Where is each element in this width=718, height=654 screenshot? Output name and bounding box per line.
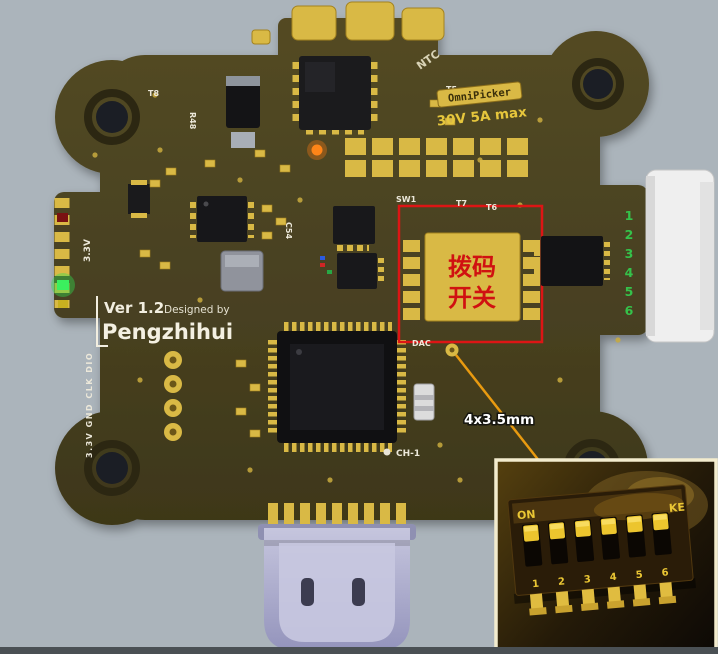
silk-t8: T8 bbox=[148, 89, 159, 98]
inset-dip-switch: ON KE 1 2 3 4 5 6 bbox=[507, 484, 697, 616]
inset-on-label: ON bbox=[516, 508, 536, 523]
silk-c54: C54 bbox=[284, 222, 293, 239]
silk-t7: T7 bbox=[456, 199, 467, 208]
silk-debug-header: 3.3V GND CLK DIO bbox=[85, 352, 94, 458]
tiny-smd-leds bbox=[320, 256, 332, 274]
pin-number-6: 6 bbox=[625, 303, 634, 318]
pin-number-2: 2 bbox=[625, 227, 634, 242]
designer-name: Pengzhihui bbox=[102, 320, 233, 344]
status-led-red bbox=[57, 213, 68, 222]
inset-number-5: 5 bbox=[635, 570, 643, 582]
test-pads bbox=[164, 351, 182, 441]
gold-test-pad bbox=[445, 343, 459, 357]
passive-components bbox=[139, 99, 456, 438]
inset-brand-partial: KE bbox=[668, 501, 685, 515]
brand-badge bbox=[436, 81, 523, 108]
pin-number-1: 1 bbox=[625, 208, 634, 223]
silk-dac: DAC bbox=[412, 339, 431, 348]
dip-switch-label-line2: 开关 bbox=[448, 284, 496, 312]
small-ic-left bbox=[128, 180, 150, 218]
bottom-edge-bar bbox=[0, 647, 718, 654]
connector-pin-numbers: 1 2 3 4 5 6 bbox=[625, 208, 634, 318]
mounting-hole-top-right bbox=[572, 58, 624, 110]
pin-number-5: 5 bbox=[625, 284, 634, 299]
regulator-ic bbox=[292, 56, 378, 135]
top-solder-pads bbox=[251, 1, 445, 45]
jst-connector-white bbox=[645, 169, 715, 343]
silk-sw1: SW1 bbox=[396, 195, 417, 204]
silkscreen-dot bbox=[383, 448, 391, 456]
small-ic-b bbox=[337, 253, 384, 289]
usb-slot-left bbox=[301, 578, 314, 606]
inset-number-1: 1 bbox=[532, 579, 540, 591]
inset-number-3: 3 bbox=[583, 574, 591, 586]
mcu-chip bbox=[268, 322, 406, 452]
pin-number-3: 3 bbox=[625, 246, 634, 261]
metal-shield-component bbox=[220, 250, 264, 292]
status-led-yellow bbox=[58, 300, 68, 308]
silk-ch1: CH-1 bbox=[396, 449, 420, 459]
usb-c-connector bbox=[258, 524, 416, 650]
dip-switch-footprint bbox=[403, 232, 540, 322]
small-ic-a bbox=[333, 206, 375, 251]
silk-t6: T6 bbox=[486, 203, 497, 212]
inset-photo: ON KE 1 2 3 4 5 6 bbox=[494, 458, 718, 654]
status-led-green bbox=[51, 273, 75, 297]
inset-number-4: 4 bbox=[609, 572, 617, 584]
designed-by-label: Designed by bbox=[164, 304, 230, 316]
version-block: Ver 1.2 Designed by Pengzhihui bbox=[96, 296, 233, 347]
usb-slot-right bbox=[352, 578, 365, 606]
silk-3v3-rail: 3.3V bbox=[83, 239, 93, 262]
inset-switch-sliders bbox=[522, 512, 672, 567]
inset-switch-pins bbox=[529, 582, 677, 616]
crystal-component bbox=[413, 383, 435, 421]
inset-position-numbers: 1 2 3 4 5 6 bbox=[532, 567, 669, 590]
capacitor-bank bbox=[345, 138, 534, 177]
dimension-label: 4x3.5mm bbox=[464, 412, 534, 428]
inset-number-6: 6 bbox=[661, 567, 669, 579]
via-dots bbox=[92, 92, 621, 483]
mounting-hole-bottom-left bbox=[84, 440, 140, 496]
pin-number-4: 4 bbox=[625, 265, 634, 280]
version-label: Ver 1.2 bbox=[104, 299, 164, 317]
right-ic bbox=[534, 236, 610, 286]
callout-leader-line bbox=[455, 354, 541, 463]
gate-driver-ic bbox=[190, 196, 254, 242]
orange-led bbox=[307, 140, 327, 160]
inset-number-2: 2 bbox=[558, 576, 566, 588]
dip-switch-label-line1: 拨码 bbox=[448, 253, 496, 281]
silk-r48: R48 bbox=[188, 112, 197, 130]
power-capacitor bbox=[226, 76, 260, 148]
mounting-hole-top-left bbox=[84, 89, 140, 145]
